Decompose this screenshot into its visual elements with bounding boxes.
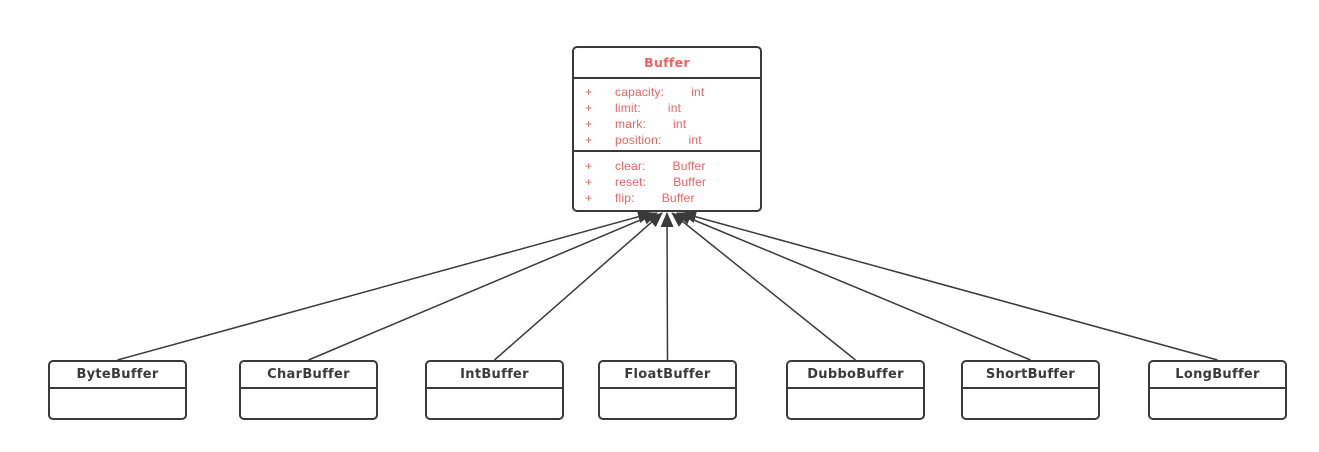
empty-members-section xyxy=(1150,389,1285,418)
class-box-intbuffer[interactable]: IntBuffer xyxy=(425,360,564,420)
class-title: CharBuffer xyxy=(241,362,376,389)
class-box-floatbuffer[interactable]: FloatBuffer xyxy=(598,360,737,420)
field-name: limit: xyxy=(615,101,641,115)
method-name: reset: xyxy=(615,175,647,189)
methods-section: + clear: Buffer + reset: Buffer + flip: … xyxy=(574,152,760,206)
empty-members-section xyxy=(963,389,1098,418)
inheritance-line xyxy=(671,212,856,361)
fields-section: + capacity: int + limit: int + mark: int… xyxy=(574,79,760,152)
class-title: ByteBuffer xyxy=(50,362,185,389)
field-type: int xyxy=(673,117,687,131)
field-name: position: xyxy=(615,133,662,147)
class-box-shortbuffer[interactable]: ShortBuffer xyxy=(961,360,1100,420)
method-return-type: Buffer xyxy=(661,191,695,205)
inheritance-line xyxy=(681,210,1218,361)
empty-members-section xyxy=(427,389,562,418)
class-box-longbuffer[interactable]: LongBuffer xyxy=(1148,360,1287,420)
method-return-type: Buffer xyxy=(673,175,707,189)
field-row: + capacity: int xyxy=(585,84,760,100)
field-type: int xyxy=(667,101,682,115)
class-box-bytebuffer[interactable]: ByteBuffer xyxy=(48,360,187,420)
class-box-buffer[interactable]: Buffer + capacity: int + limit: int + ma… xyxy=(572,46,762,212)
field-type: int xyxy=(691,85,705,99)
inheritance-line xyxy=(660,212,674,361)
empty-members-section xyxy=(241,389,376,418)
field-name: mark: xyxy=(615,117,646,131)
class-title: DubboBuffer xyxy=(788,362,923,389)
field-row: + mark: int xyxy=(585,116,760,132)
visibility-symbol: + xyxy=(585,191,593,205)
inheritance-line xyxy=(494,212,663,361)
class-box-dubbobuffer[interactable]: DubboBuffer xyxy=(786,360,925,420)
method-row: + flip: Buffer xyxy=(585,190,760,206)
class-title: FloatBuffer xyxy=(600,362,735,389)
field-name: capacity: xyxy=(615,85,665,99)
field-row: + limit: int xyxy=(585,100,760,116)
visibility-symbol: + xyxy=(585,85,593,99)
field-type: int xyxy=(688,133,702,147)
class-title: ShortBuffer xyxy=(963,362,1098,389)
visibility-symbol: + xyxy=(585,159,593,173)
visibility-symbol: + xyxy=(585,133,593,147)
method-name: flip: xyxy=(615,191,635,205)
method-name: clear: xyxy=(615,159,646,173)
class-box-charbuffer[interactable]: CharBuffer xyxy=(239,360,378,420)
method-row: + clear: Buffer xyxy=(585,158,760,174)
method-return-type: Buffer xyxy=(672,159,706,173)
empty-members-section xyxy=(788,389,923,418)
method-row: + reset: Buffer xyxy=(585,174,760,190)
class-title: LongBuffer xyxy=(1150,362,1285,389)
inheritance-line xyxy=(676,212,1031,361)
inheritance-line xyxy=(117,210,653,361)
visibility-symbol: + xyxy=(585,175,593,189)
inheritance-line xyxy=(308,212,658,361)
class-title: IntBuffer xyxy=(427,362,562,389)
visibility-symbol: + xyxy=(585,117,593,131)
empty-members-section xyxy=(600,389,735,418)
class-title: Buffer xyxy=(574,48,760,79)
empty-members-section xyxy=(50,389,185,418)
field-row: + position: int xyxy=(585,132,760,148)
visibility-symbol: + xyxy=(585,101,593,115)
